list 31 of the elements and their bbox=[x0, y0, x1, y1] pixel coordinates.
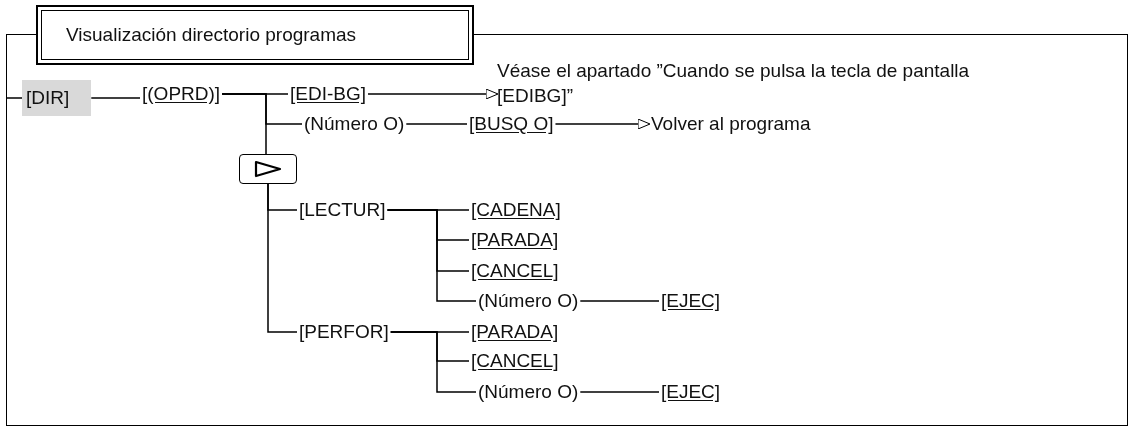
connector-line bbox=[405, 123, 468, 125]
title-text: Visualización directorio programas bbox=[41, 10, 469, 60]
connector-line bbox=[267, 183, 298, 333]
softkey-label: [EJEC] bbox=[659, 290, 723, 312]
hollow-arrow bbox=[554, 118, 651, 130]
softkey-label: [EJEC] bbox=[659, 381, 723, 403]
connector-line bbox=[5, 97, 23, 99]
menu-label: (Número O) bbox=[302, 113, 407, 135]
softkey-label: [PARADA] bbox=[469, 229, 561, 251]
connector-line bbox=[390, 331, 477, 393]
menu-key-label: [DIR] bbox=[22, 80, 92, 116]
softkey-label: [CANCEL] bbox=[469, 260, 561, 282]
menu-label: (Número O) bbox=[476, 290, 581, 312]
softkey-label: [PARADA] bbox=[469, 321, 561, 343]
menu-label: Volver al programa bbox=[649, 113, 813, 135]
key-button bbox=[239, 154, 297, 184]
softkey-label: [CADENA] bbox=[469, 199, 563, 221]
softkey-label: [CANCEL] bbox=[469, 350, 561, 372]
note-text: Véase el apartado ”Cuando se pulsa la tecla de pantalla [EDIBG]” bbox=[497, 58, 1027, 108]
connector-line bbox=[386, 209, 477, 302]
connector-line bbox=[221, 93, 267, 155]
connector-line bbox=[90, 97, 141, 99]
menu-label: [PERFOR] bbox=[297, 321, 391, 343]
menu-label: [LECTUR] bbox=[297, 199, 388, 221]
connector-line bbox=[579, 300, 660, 302]
softkey-label: [BUSQ O] bbox=[467, 113, 556, 135]
softkey-label: [(OPRD)] bbox=[140, 83, 223, 105]
connector-line bbox=[579, 391, 660, 393]
menu-label: (Número O) bbox=[476, 381, 581, 403]
softkey-label: [EDI-BG] bbox=[288, 83, 368, 105]
hollow-arrow bbox=[367, 88, 499, 100]
